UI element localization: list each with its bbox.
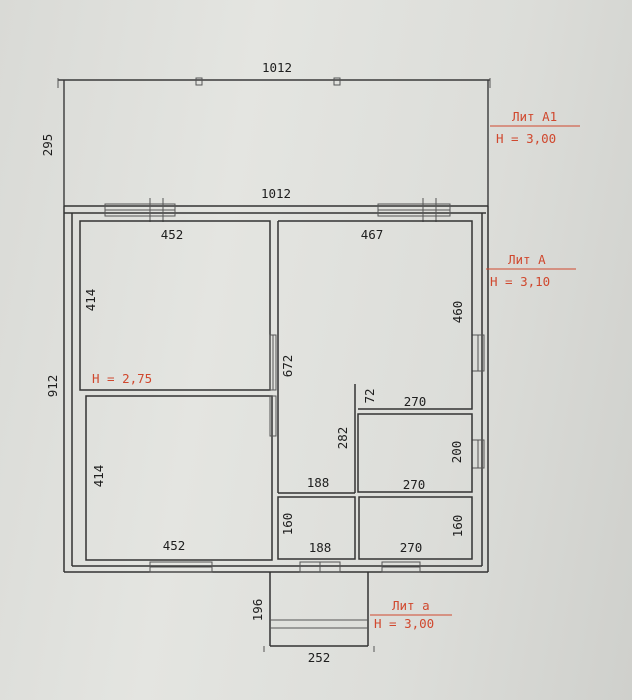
label-lit-a: Лит А <box>508 252 546 267</box>
dim-188-a: 188 <box>307 475 330 490</box>
room-bottom-center <box>277 496 356 560</box>
dim-room3-depth: 414 <box>91 465 106 488</box>
annex-outline <box>57 77 491 206</box>
label-h-a: Н = 3,10 <box>490 274 550 289</box>
dim-annex-depth: 295 <box>40 134 55 157</box>
room-bottom-right <box>358 496 473 560</box>
label-h-room: Н = 2,75 <box>92 371 152 386</box>
partition-door <box>269 334 277 437</box>
room-bottom-left <box>85 395 273 561</box>
dim-160-b: 160 <box>450 515 465 538</box>
dim-corridor: 672 <box>280 355 295 378</box>
dim-270-a: 270 <box>404 394 427 409</box>
dim-188-b: 188 <box>309 540 332 555</box>
top-windows <box>104 198 451 222</box>
main-outer-walls <box>63 205 489 573</box>
corridor-inner <box>278 384 356 494</box>
dim-72: 72 <box>362 388 377 403</box>
dim-right-depth: 460 <box>450 301 465 324</box>
dim-porch-depth: 196 <box>250 599 265 622</box>
bottom-windows <box>149 561 421 573</box>
label-lit-a1: Лит А1 <box>512 109 557 124</box>
porch-outline <box>263 572 375 652</box>
dim-porch-width: 252 <box>308 650 331 665</box>
dim-160-a: 160 <box>280 513 295 536</box>
dim-room3-width: 452 <box>163 538 186 553</box>
dim-200: 200 <box>449 441 464 464</box>
dim-top-width: 1012 <box>262 60 292 75</box>
label-h-a1: Н = 3,00 <box>496 131 556 146</box>
dim-270-b: 270 <box>403 477 426 492</box>
label-lit-a-small: Лит а <box>392 598 430 613</box>
dim-282: 282 <box>335 427 350 450</box>
dim-room2-width: 467 <box>361 227 384 242</box>
room-right-big <box>277 220 473 493</box>
dim-270-c: 270 <box>400 540 423 555</box>
dim-total-depth: 912 <box>45 375 60 398</box>
room-right-mid <box>357 413 473 493</box>
label-h-a-small: Н = 3,00 <box>374 616 434 631</box>
dim-mid-width: 1012 <box>261 186 291 201</box>
dim-room1-width: 452 <box>161 227 184 242</box>
dim-room1-depth: 414 <box>83 289 98 312</box>
room-top-left <box>79 220 271 391</box>
